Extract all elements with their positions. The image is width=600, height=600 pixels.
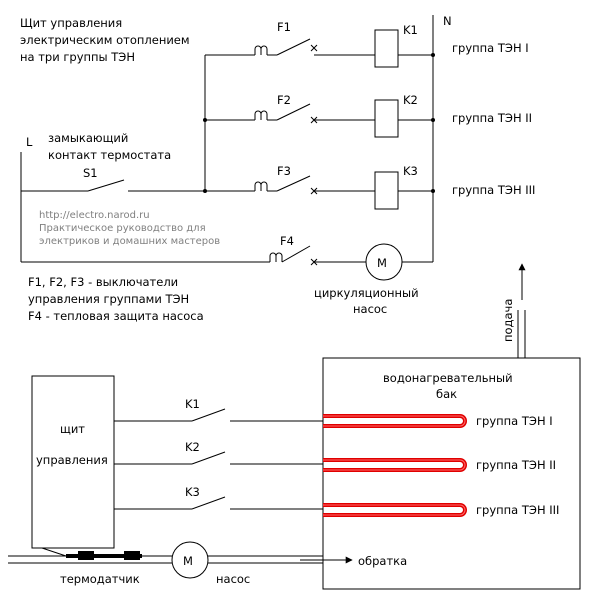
heater-element-3 <box>323 503 467 517</box>
heater-element-1 <box>323 414 467 428</box>
legend-line-3: F4 - тепловая защита насоса <box>28 309 204 323</box>
contact-k2 <box>114 451 323 465</box>
heater-label-2: группа ТЭН II <box>476 458 556 472</box>
pump-motor-symbol <box>171 541 209 579</box>
supply-pipe <box>517 263 526 358</box>
control-panel-box <box>31 375 115 549</box>
branch-group-1 <box>205 29 435 68</box>
terminal-N-label: N <box>443 14 452 28</box>
legend-line-2: управления группами ТЭН <box>28 292 189 306</box>
group-label-2: группа ТЭН II <box>452 111 532 125</box>
terminal-L-label: L <box>26 135 33 149</box>
return-pipe <box>8 555 353 564</box>
contact-k3 <box>114 496 323 510</box>
sensor-cable <box>41 547 67 557</box>
pump-label-line-2: насос <box>353 302 387 316</box>
contactor-k3-label: K3 <box>403 164 418 178</box>
pump-branch <box>269 243 433 281</box>
tank-label-line-1: водонагревательный <box>383 371 513 385</box>
sensor-label: термодатчик <box>60 572 140 586</box>
contactor-coil-k3 <box>374 171 399 210</box>
schematic-title-line-1: Щит управления <box>20 16 122 30</box>
water-heater-tank <box>322 357 581 590</box>
group-label-1: группа ТЭН I <box>452 41 529 55</box>
branch-group-3 <box>205 171 435 210</box>
pump-motor-label: M <box>183 554 193 568</box>
contact-k2-label: K2 <box>185 440 200 454</box>
schematic-title-line-2: электрическим отоплением <box>20 33 190 47</box>
switch-s1-label: S1 <box>83 166 98 180</box>
breaker-f2-label: F2 <box>277 93 291 107</box>
tank-label-line-2: бак <box>436 387 457 401</box>
contactor-coil-k2 <box>374 99 399 138</box>
contactor-coil-k1 <box>374 29 399 68</box>
schematic-title-line-3: на три группы ТЭН <box>20 50 135 64</box>
thermostat-switch-s1 <box>21 179 205 192</box>
legend-line-1: F1, F2, F3 - выключатели <box>28 275 178 289</box>
thermostat-label-line-2: контакт термостата <box>48 148 171 162</box>
contact-k3-label: K3 <box>185 485 200 499</box>
contactor-k2-label: K2 <box>403 93 418 107</box>
breaker-f4-label: F4 <box>280 234 294 248</box>
heater-label-3: группа ТЭН III <box>476 503 559 517</box>
contact-k1-label: K1 <box>185 397 200 411</box>
watermark-url: http://electro.narod.ru <box>39 210 150 221</box>
watermark-line-2: Практическое руководство для <box>39 223 206 234</box>
schematic: Щит управления электрическим отоплением … <box>20 14 535 323</box>
return-label: обратка <box>358 554 407 568</box>
contactor-k1-label: K1 <box>403 23 418 37</box>
group-label-3: группа ТЭН III <box>452 183 535 197</box>
pump-label-line-1: циркуляционный <box>314 286 419 300</box>
thermostat-label-line-1: замыкающий <box>48 131 128 145</box>
pump-label: насос <box>216 572 250 586</box>
temperature-sensor <box>66 554 142 558</box>
heater-element-2 <box>323 458 467 472</box>
branch-group-2 <box>205 99 435 138</box>
breaker-f3-label: F3 <box>277 164 291 178</box>
supply-label: подача <box>501 299 515 342</box>
heater-label-1: группа ТЭН I <box>476 414 553 428</box>
contact-k1 <box>114 408 323 422</box>
installation-diagram: щит управления K1 K2 K3 водонагревательн… <box>8 263 581 590</box>
watermark-line-3: электриков и домашних мастеров <box>39 236 220 247</box>
panel-label-line-1: щит <box>60 422 85 436</box>
motor-symbol-label: M <box>377 256 387 270</box>
breaker-f1-label: F1 <box>277 20 291 34</box>
panel-label-line-2: управления <box>36 453 108 467</box>
